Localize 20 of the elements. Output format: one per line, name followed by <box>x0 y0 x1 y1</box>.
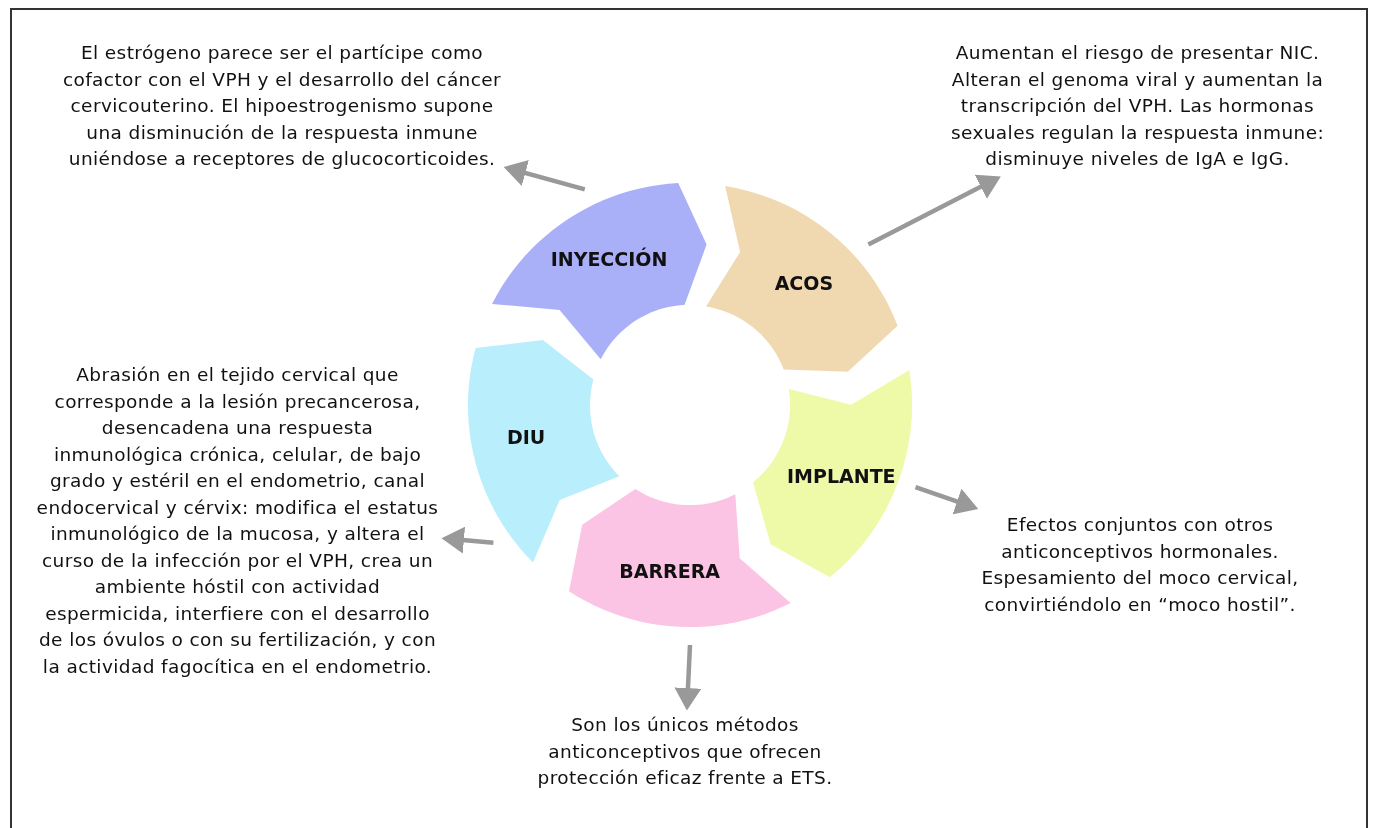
description-text: Efectos conjuntos con otros anticonceptivos hormonales. Espesamiento del moco cervical, convirtiéndolo en “moco hostil”. <box>980 513 1300 617</box>
arrow-segment <box>569 488 791 627</box>
arrow-segment <box>705 185 898 372</box>
description-text: Aumentan el riesgo de presentar NIC. Alteran el genoma viral y aumentan la transcripción del VPH. Las hormonas sexuales regulan la respuesta inmune: disminuye niveles de IgA e IgG. <box>949 41 1326 171</box>
arrow <box>914 484 979 515</box>
arrow <box>503 159 586 192</box>
description-text: Son los únicos métodos anticonceptivos que ofrecen protección eficaz frente a ETS. <box>536 713 834 790</box>
segment-label: INYECCIÓN <box>550 247 668 270</box>
arrow-segment <box>468 339 620 562</box>
segment-label: IMPLANTE <box>787 464 896 487</box>
arrow-segment <box>752 370 912 578</box>
segment-label: DIU <box>506 425 546 448</box>
segment-label: BARRERA <box>619 559 720 582</box>
arrow <box>674 644 702 711</box>
segment-label: ACOS <box>774 271 834 294</box>
description-text: Abrasión en el tejido cervical que corresponde a la lesión precancerosa, desencadena una respuesta inmunológica crónica, celular, de bajo grado y estéril en el endometrio, canal endocervical y cérvix: modifica el estatus inmunológico de la mucosa, y altera el curso de la infección por el VPH, crea un ambiente hóstil con actividad espermicida, interfiere con el desarrollo de los óvulos o con su fertilización, y con la actividad fagocítica en el endometrio. <box>35 363 440 679</box>
description-text: El estrógeno parece ser el partícipe como cofactor con el VPH y el desarrollo del cáncer cervicouterino. El hipoestrogenismo supone una disminución de la respuesta inmune uniéndose a receptores de glucocorticoides. <box>62 41 502 171</box>
arrow-segment <box>492 183 707 360</box>
arrow <box>441 526 494 554</box>
arrow <box>867 174 1001 247</box>
